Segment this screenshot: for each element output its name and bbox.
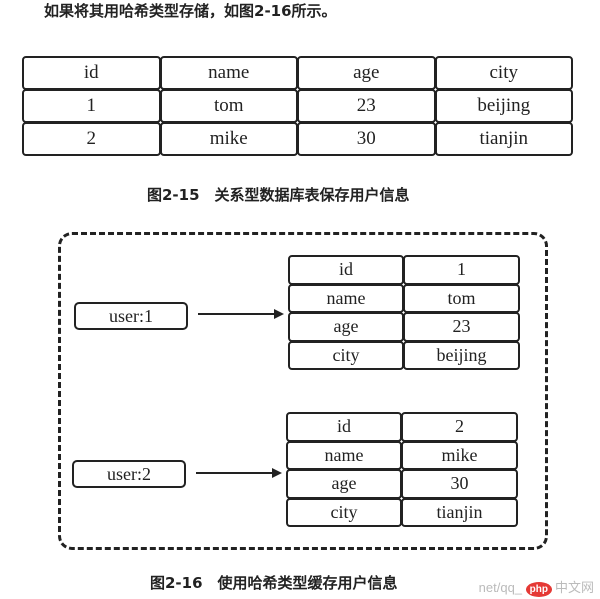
hash-field: city xyxy=(286,497,402,527)
hash-field: id xyxy=(286,412,402,442)
hash-value: tom xyxy=(403,283,520,313)
hash-row: city beijing xyxy=(288,340,520,370)
table-header-cell: city xyxy=(434,56,573,90)
table-cell: 1 xyxy=(22,89,161,123)
hash-value: 2 xyxy=(401,412,518,442)
table-cell: 30 xyxy=(297,122,436,156)
hash-row: name mike xyxy=(286,440,518,470)
table-row: 2 mike 30 tianjin xyxy=(22,122,573,156)
table-cell: tom xyxy=(159,89,298,123)
hash-value: tianjin xyxy=(401,497,518,527)
hash-value: mike xyxy=(401,440,518,470)
hash-value: 23 xyxy=(403,312,520,342)
figure-caption-2-15: 图2-15 关系型数据库表保存用户信息 xyxy=(147,186,410,204)
hash-key-user1: user:1 xyxy=(74,302,188,330)
watermark-site: 中文网 xyxy=(554,580,594,595)
hash-table-user1: id 1 name tom age 23 city beijing xyxy=(288,255,520,370)
arrow-icon xyxy=(198,309,284,319)
hash-field: name xyxy=(288,283,404,313)
arrow-icon xyxy=(196,468,282,478)
hash-row: name tom xyxy=(288,283,520,313)
hash-row: age 30 xyxy=(286,469,518,499)
table-row: 1 tom 23 beijing xyxy=(22,89,573,123)
php-logo-icon: php xyxy=(525,582,552,597)
hash-value: beijing xyxy=(403,340,520,370)
hash-value: 1 xyxy=(403,255,520,285)
figure-caption-2-16: 图2-16 使用哈希类型缓存用户信息 xyxy=(150,574,398,592)
table-header-row: id name age city xyxy=(22,56,573,90)
hash-field: id xyxy=(288,255,404,285)
table-header-cell: name xyxy=(159,56,298,90)
hash-field: age xyxy=(286,469,402,499)
intro-text: 如果将其用哈希类型存储，如图2-16所示。 xyxy=(44,2,337,20)
table-cell: 2 xyxy=(22,122,161,156)
hash-field: city xyxy=(288,340,404,370)
table-cell: beijing xyxy=(434,89,573,123)
hash-field: age xyxy=(288,312,404,342)
hash-store-region xyxy=(58,232,548,550)
hash-value: 30 xyxy=(401,469,518,499)
table-cell: 23 xyxy=(297,89,436,123)
hash-row: city tianjin xyxy=(286,497,518,527)
table-cell: tianjin xyxy=(434,122,573,156)
hash-row: id 1 xyxy=(288,255,520,285)
table-header-cell: age xyxy=(297,56,436,90)
table-header-cell: id xyxy=(22,56,161,90)
table-cell: mike xyxy=(159,122,298,156)
hash-key-user2: user:2 xyxy=(72,460,186,488)
relational-table: id name age city 1 tom 23 beijing 2 mike… xyxy=(22,56,573,156)
watermark-text: net/qq_ xyxy=(478,580,523,595)
hash-field: name xyxy=(286,440,402,470)
hash-row: id 2 xyxy=(286,412,518,442)
hash-row: age 23 xyxy=(288,312,520,342)
hash-table-user2: id 2 name mike age 30 city tianjin xyxy=(286,412,518,527)
